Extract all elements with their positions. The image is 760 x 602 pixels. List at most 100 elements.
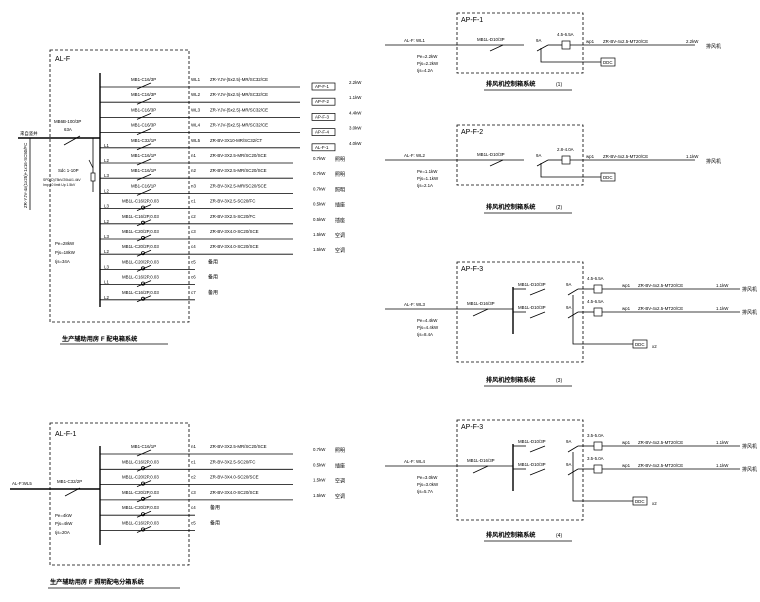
fan-panel-number: (1) [556,82,562,88]
branch-cable: ZR-BV-4x2.5-MT20/CE [603,39,648,44]
fan-panel-title: 排风机控制箱系统(4) [484,531,572,542]
circuit-id: n3 [191,183,196,188]
circuit-phase: L2 [104,188,109,193]
circuit-id: c7 [191,290,196,295]
circuit-id: WL5 [191,138,201,143]
circuit-id: c2 [191,475,196,480]
breaker-symbol [136,234,152,242]
main-breaker-symbol [472,465,489,474]
circuit-id: n1 [191,153,196,158]
circuit-cable: ZR-YJV-(5x2.5)-MR/SC32/CE [210,77,268,82]
branch-load: 1.1kW [686,154,699,159]
thermal-relay-icon [561,155,571,165]
circuit-row: L3 MB1L-C20/2P,0.03 c5 备用 [100,258,218,272]
breaker-symbol [136,158,152,166]
circuit-phase: L2 [104,219,109,224]
circuit-load: 4.4kW [349,110,362,115]
fan-destination: 排风机 [706,158,721,165]
breaker-symbol [136,280,152,287]
circuit-phase: L3 [104,264,109,269]
fan-panel-ijs: Ijs=4.2A [417,68,433,73]
circuit-breaker-model: MB1-C16/1P [131,183,156,188]
fan-panel-ijs: Ijs=8.4A [417,332,433,337]
contactor-symbol [567,445,579,453]
panel-al-f: AL-F 来自竖井 ZR-YJV-4x(1x25)+1x16-SC50/FC M… [18,49,362,345]
ddc-box [632,496,648,506]
ddc-box [600,57,616,67]
circuit-cable: ZR-YJV-(5x2.5)-MR/SC32/CE [210,107,268,112]
circuit-breaker-model: MB1-C16/3P [131,123,156,128]
branch-load: 2.2kW [686,39,699,44]
circuit-breaker-model: MB1-C16/3P [131,92,156,97]
circuit-cable: ZR-BV-3X2.5-SC20/FC [210,459,255,464]
breaker-symbol [136,97,152,105]
thermal-relay-rating: 4.5-6.5A [587,299,604,304]
spd-arrester-icon [90,172,96,182]
rcd-symbol [140,481,145,486]
fan-destination: 排风机 [742,309,757,316]
circuit-cable: ZR-BV-3X4.0-SC20/SCE [210,229,259,234]
contactor-rating: 9A [566,282,571,287]
panel-al-f-pe: Pe=28kW [55,241,75,246]
circuit-cable: ZR-YJV-(5x2.5)-MR/SC32/CE [210,92,268,97]
circuit-id: c5 [191,259,196,264]
circuit-id: c6 [191,275,196,280]
fan-panel-pe: Pe=4.4kW [417,318,438,323]
branch-load: 1.1kW [716,463,729,468]
circuit-id: c1 [191,459,196,464]
circuit-phase: L2 [104,295,109,300]
thermal-relay-rating: 2.8-4.0A [557,147,574,152]
rcd-symbol [140,296,145,301]
breaker-symbol [136,143,152,151]
branch-id: wp1 [622,306,631,311]
breaker-symbol [136,249,152,257]
destination-box [311,113,336,121]
circuit-destination: AP-F-2 [315,99,329,104]
circuit-id: c3 [191,490,196,495]
panel-al-f-title: 生产辅助用房 F 配电箱系统 [62,335,138,343]
spd-note-2: Imp 10 limit Up 1.5kV [43,183,76,187]
fan-panel-enclosure [456,124,584,186]
rcd-symbol [140,251,145,256]
branch-breaker-model: MB1L-D10/3P [518,462,546,467]
circuit-load: 3.0kW [349,126,362,131]
circuit-breaker-model: MB1-C16/1P [131,153,156,158]
circuit-cable: 备用 [208,274,218,281]
circuit-id: c3 [191,229,196,234]
fan-panel-source: AL-F: WL2 [404,153,426,158]
circuit-cable: 备用 [210,520,220,527]
circuit-usage: 照明 [335,448,345,454]
circuit-cable: ZR-BV-3X2.5-SC20/FC [210,214,255,219]
circuit-breaker-model: MB1L-C20/2P,0.03 [122,259,159,264]
branch-load: 1.1kW [716,306,729,311]
fan-panel-number: (3) [556,378,562,384]
circuit-breaker-model: MB1L-C20/2P,0.03 [122,244,159,249]
rcd-symbol [140,281,145,286]
circuit-breaker-model: MB1-C32/1P [131,138,156,143]
circuit-cable: 备用 [208,258,218,265]
ddc-label: DDC [635,342,645,347]
circuit-breaker-model: MB1L-C16/2P,0.03 [122,290,159,295]
main-breaker-symbol [63,135,81,146]
destination-box [311,143,336,152]
breaker-symbol [136,189,152,196]
panel-al-f-1-pjs: Pjs=4kW [55,521,73,526]
ddc-label: DDC [603,60,613,65]
circuit-load: 1.5kW [313,247,326,252]
ddc-count: x2 [652,344,657,349]
spd-label: Sdc 1-10P [58,168,79,173]
circuit-phase: L3 [104,173,109,178]
destination-box [311,128,336,136]
circuit-cable: ZR-BV-3X2.5-MR/SC20/SCE [210,168,267,173]
